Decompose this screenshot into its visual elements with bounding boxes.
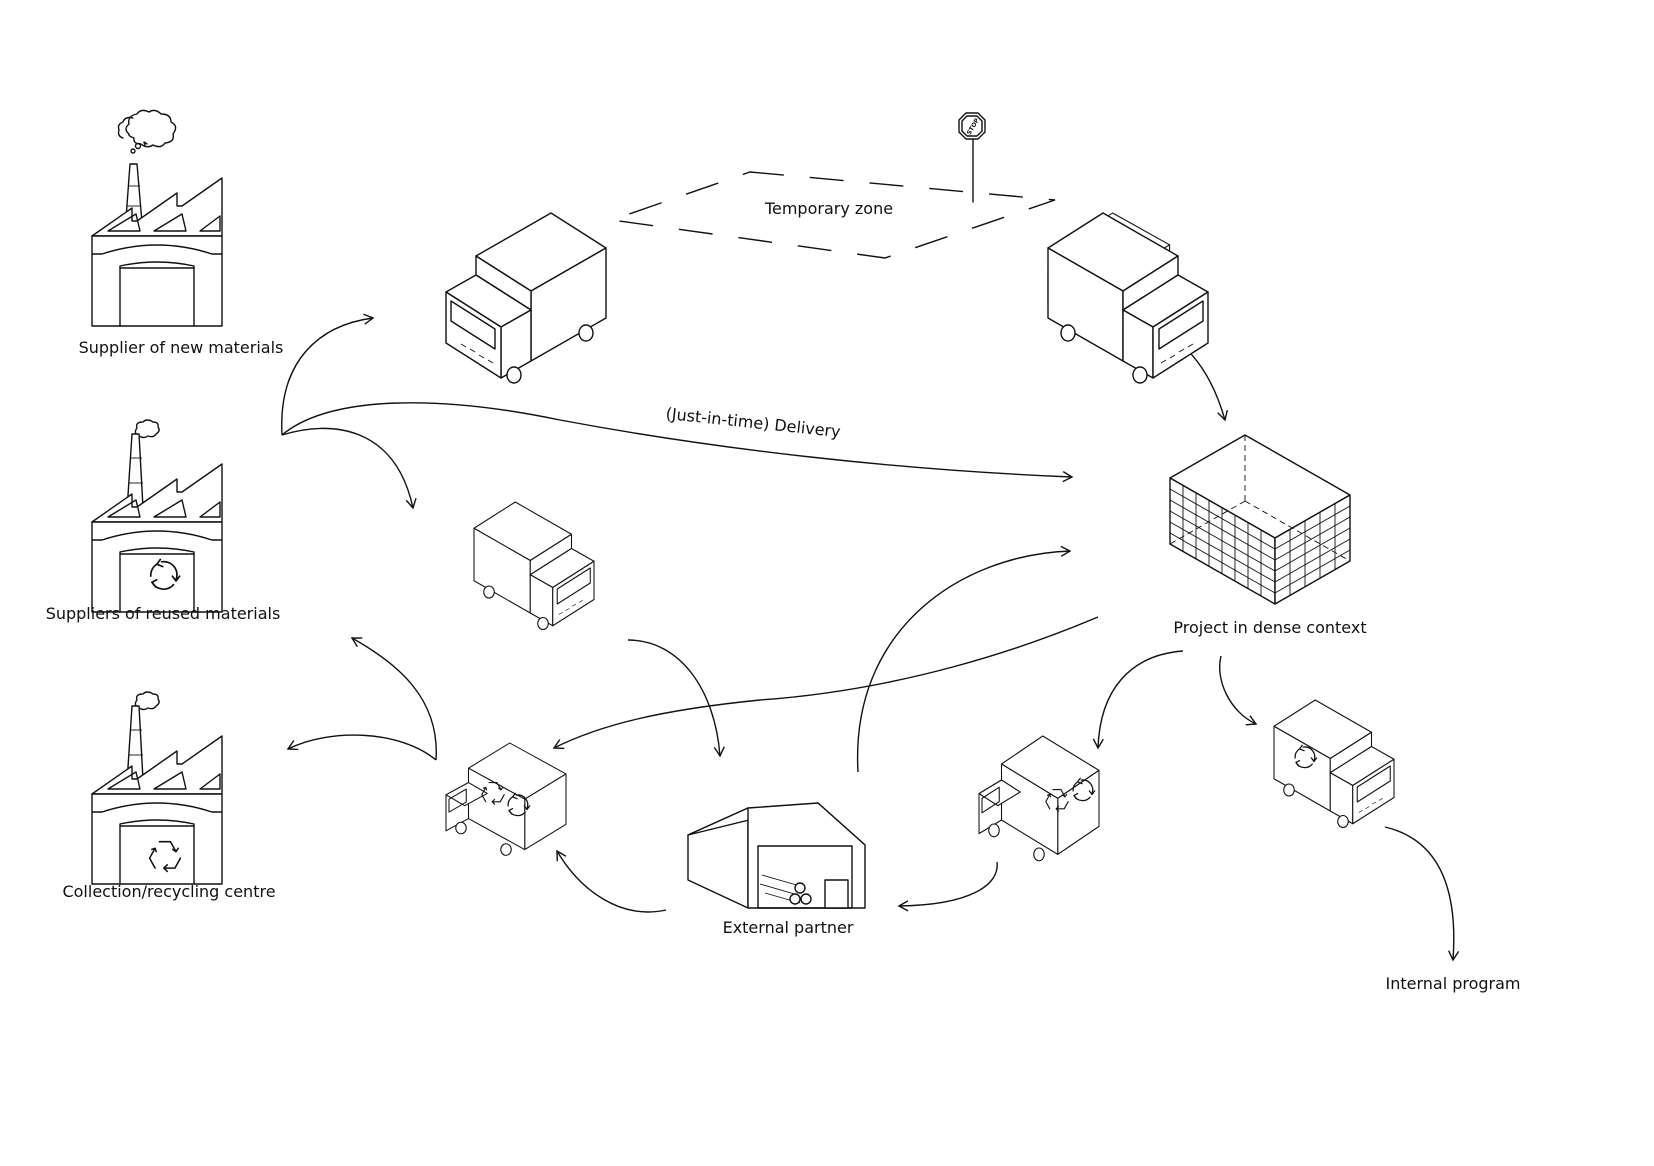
recycling-centre-factory-icon — [91, 691, 223, 885]
smoke-icon — [117, 109, 177, 154]
pipes-icon — [759, 874, 812, 905]
internal-program-label: Internal program — [1385, 974, 1520, 993]
arrow-project-to-recycle-truck — [552, 616, 1099, 750]
project-label: Project in dense context — [1173, 618, 1366, 637]
arrow-reused-truck-to-partner — [627, 639, 725, 758]
arrow-to-internal-program — [1384, 826, 1460, 962]
arrow-to-first-truck — [281, 313, 375, 436]
arrow-project-to-internal-truck — [1219, 655, 1258, 726]
external-partner-label: External partner — [723, 918, 854, 937]
smoke-icon — [134, 419, 160, 439]
delivery-truck-icon — [445, 212, 607, 384]
supplier-reused-label: Suppliers of reused materials — [46, 604, 281, 623]
supplier-new-factory-icon — [91, 109, 223, 327]
jit-delivery-label: (Just-in-time) Delivery — [665, 404, 842, 441]
smoke-icon — [134, 691, 160, 711]
internal-program-truck-icon — [1273, 699, 1395, 829]
supplier-new-label: Supplier of new materials — [79, 338, 284, 357]
truck-at-temporary-zone-icon-front — [1047, 212, 1209, 384]
arrow-jit-delivery — [281, 402, 1074, 483]
arrow-to-reused-truck — [281, 427, 417, 510]
recycle-truck-icon — [445, 742, 567, 856]
arrow-project-to-reuse-truck — [1092, 650, 1184, 750]
temporary-zone-label: Temporary zone — [764, 199, 893, 218]
arrow-partner-to-project — [856, 545, 1072, 773]
temporary-zone: STOP — [611, 112, 1056, 259]
reuse-truck-icon — [978, 735, 1100, 862]
arrow-reuse-truck-to-partner — [897, 861, 998, 912]
arrow-partner-to-recycle-truck — [556, 849, 667, 913]
temporary-zone-outline — [611, 171, 1056, 259]
arrow-recycle-truck-to-centre — [286, 734, 437, 761]
arrow-recycle-truck-to-reused-supplier — [350, 637, 437, 761]
supplier-reused-factory-icon — [91, 419, 223, 613]
reused-materials-truck-icon — [473, 501, 595, 631]
project-building-icon — [1169, 434, 1351, 605]
warehouse-icon — [687, 802, 866, 909]
stop-sign-icon: STOP — [958, 112, 986, 203]
flow-arrows — [281, 313, 1460, 962]
recycling-centre-label: Collection/recycling centre — [62, 882, 275, 901]
